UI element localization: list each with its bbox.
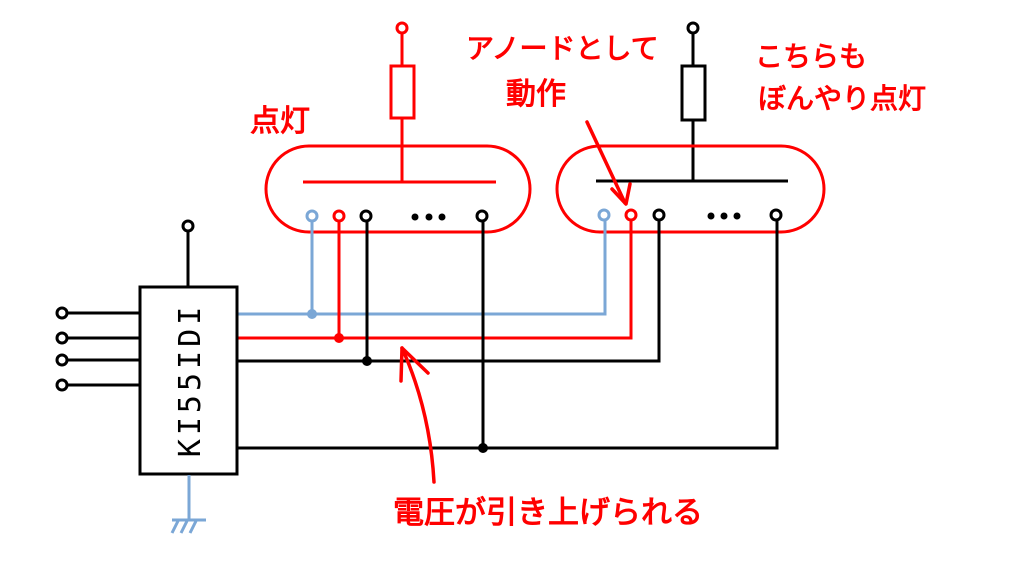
tube2-pin-black-last	[769, 208, 783, 222]
ic-input-1-terminal	[55, 306, 69, 320]
ic-input-3-terminal	[55, 353, 69, 367]
junction-dot-red	[334, 333, 344, 343]
annotation-tube2-line2: ぼんやり点灯	[758, 82, 926, 115]
tube1-pin-black-1	[359, 209, 373, 223]
ic-inputs	[55, 306, 140, 392]
annotation-anode-line1: アノードとして	[466, 32, 659, 65]
tube-2	[555, 21, 826, 234]
ground-icon	[170, 475, 206, 534]
ic-k155id1: KI55IDI	[55, 219, 239, 534]
junction-dot-black	[362, 356, 372, 366]
wire-red	[237, 220, 633, 340]
tube1-pin-black-last	[475, 209, 489, 223]
tube1-supply-terminal	[395, 21, 409, 35]
annotation-voltage-pulled-up: 電圧が引き上げられる	[393, 495, 703, 531]
junction-dot-black-last	[478, 443, 488, 453]
ic-power-terminal	[181, 219, 195, 233]
annotation-anode-line2: 動作	[506, 77, 566, 112]
arrow-icon	[399, 346, 436, 484]
junction-dot-blue	[307, 309, 317, 319]
wire-black-last	[237, 220, 779, 450]
tube-1	[264, 21, 532, 234]
ic-input-2-terminal	[55, 331, 69, 345]
ic-input-4-terminal	[55, 378, 69, 392]
tube2-ellipsis-dot	[720, 212, 728, 220]
tube1-ellipsis-dot	[411, 213, 419, 221]
tube2-ellipsis-dot	[707, 212, 715, 220]
tube2-supply-terminal	[686, 21, 700, 35]
wire-black-3	[237, 220, 661, 363]
tube2-resistor	[680, 64, 707, 122]
annotation-tube1-lit: 点灯	[250, 104, 310, 139]
tube2-ellipsis-dot	[733, 212, 741, 220]
tube2-pin-red	[624, 208, 638, 222]
annotation-tube2-line1: こちらも	[755, 40, 867, 73]
ic-label: KI55IDI	[173, 303, 208, 457]
ic-body	[138, 285, 239, 476]
tube2-pin-black-1	[652, 208, 666, 222]
tube2-envelope	[555, 144, 826, 234]
tube1-ellipsis-dot	[438, 213, 446, 221]
arrow-icon	[585, 120, 632, 206]
tube1-pin-red	[332, 209, 346, 223]
tube1-pin-blue	[305, 209, 319, 223]
tube2-pin-blue	[597, 208, 611, 222]
tube1-envelope	[264, 144, 532, 234]
wire-blue	[237, 220, 607, 316]
wiring	[237, 220, 779, 450]
tube1-ellipsis-dot	[425, 213, 433, 221]
tube1-resistor	[389, 64, 416, 120]
